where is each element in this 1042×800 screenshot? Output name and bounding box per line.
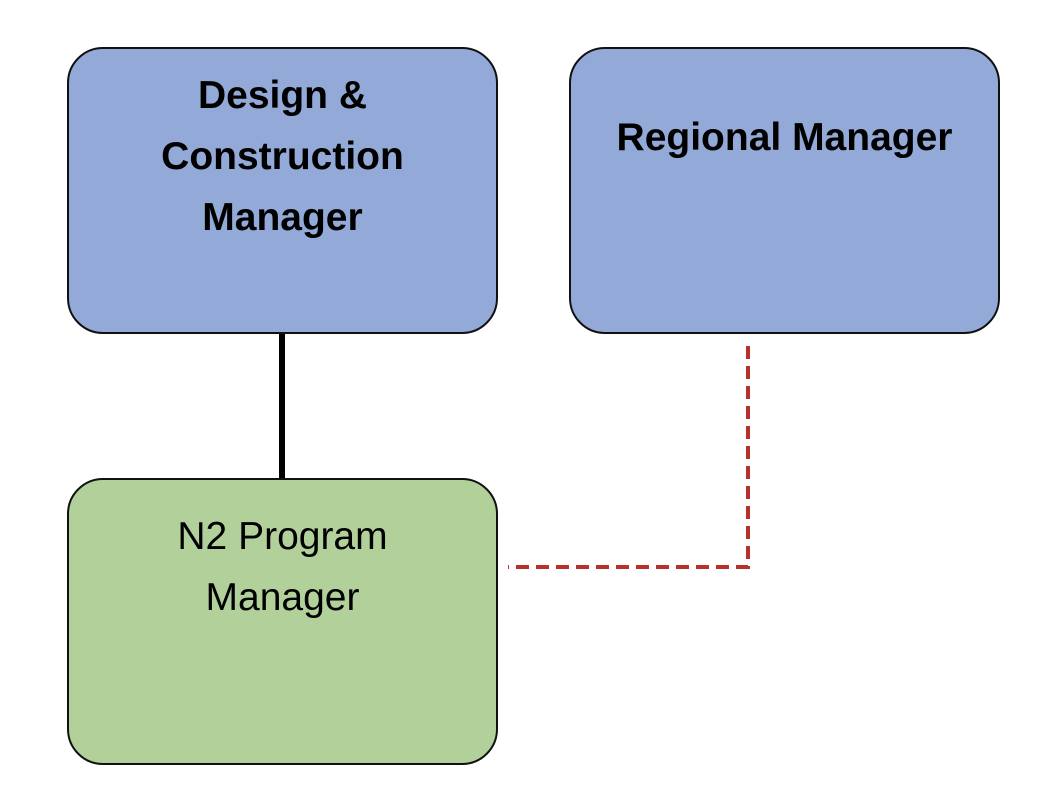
regional-manager-box: Regional Manager — [569, 47, 1000, 334]
n2-program-manager-box: N2 Program Manager — [67, 478, 498, 765]
design-construction-manager-box: Design & Construction Manager — [67, 47, 498, 334]
design-construction-manager-label: Design & Construction Manager — [161, 74, 404, 239]
n2-program-manager-label: N2 Program Manager — [177, 515, 388, 619]
regional-manager-label: Regional Manager — [616, 116, 953, 159]
dotted-reporting-line — [508, 346, 750, 569]
